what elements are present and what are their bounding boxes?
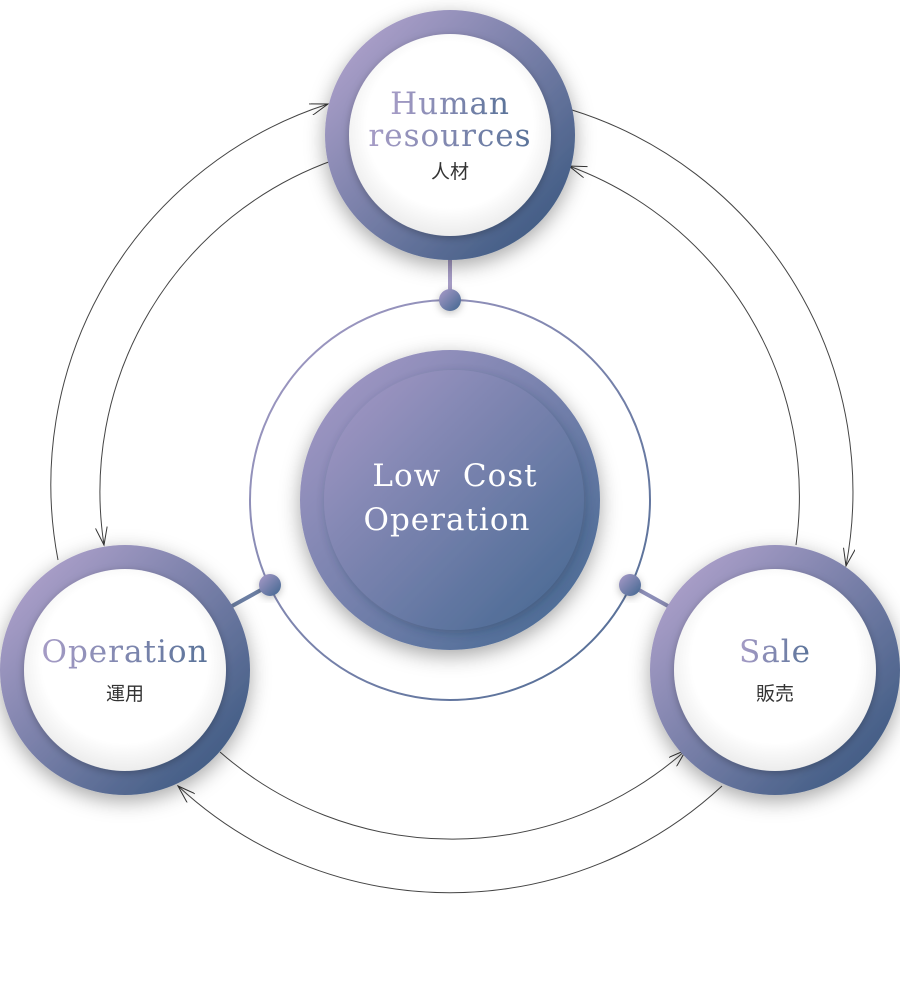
node-sale-subtitle: 販売 — [756, 683, 794, 705]
node-operation-subtitle: 運用 — [106, 683, 144, 705]
connector-dot-left — [259, 574, 281, 596]
arrow-operation-to-human-outer — [50, 104, 328, 561]
node-operation: Operation 運用 — [0, 545, 250, 795]
arrow-human-to-operation-inner — [100, 159, 335, 545]
node-sale-title: Sale — [739, 634, 811, 670]
connector-dot-top — [439, 289, 461, 311]
node-human-subtitle: 人材 — [431, 161, 469, 183]
node-operation-title: Operation — [42, 634, 209, 670]
cycle-arrows — [50, 104, 853, 894]
node-human-title-line2: resources — [368, 118, 531, 154]
center-node: Low Cost Operation — [300, 350, 600, 650]
node-human-title-line1: Human — [390, 86, 510, 122]
arrow-operation-to-sale-inner — [219, 750, 686, 840]
node-human-resources: Human resources 人材 — [325, 10, 575, 260]
connector-dot-right — [619, 574, 641, 596]
arrow-human-to-sale-outer — [571, 109, 853, 566]
center-title-line2: Operation — [364, 502, 531, 538]
arrow-sale-to-human-inner — [569, 166, 800, 546]
node-sale: Sale 販売 — [650, 545, 900, 795]
arrow-sale-to-operation-outer — [178, 786, 723, 894]
center-title-line1: Low Cost — [372, 458, 537, 494]
